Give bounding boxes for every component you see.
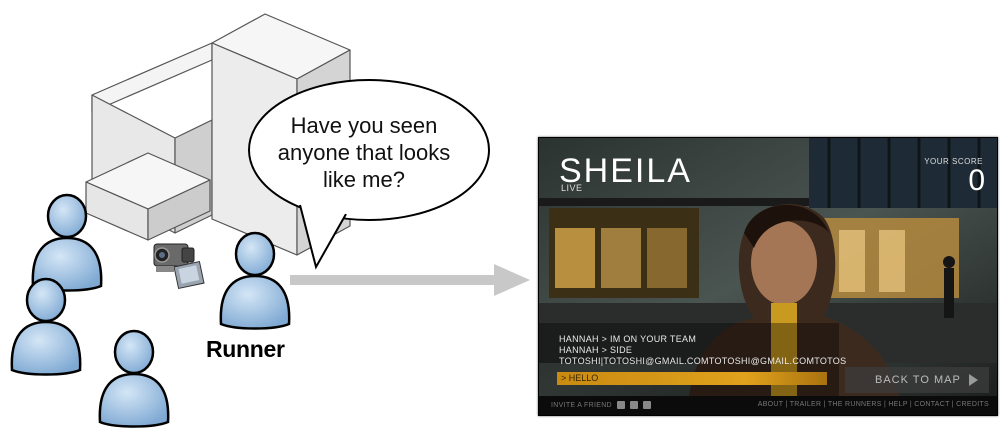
back-to-map-label: BACK TO MAP: [875, 374, 961, 386]
bubble-line: anyone that looks: [268, 139, 460, 166]
camera-icon: [154, 244, 204, 288]
chat-log: HANNAH > IM ON YOUR TEAM HANNAH > SIDE T…: [559, 334, 846, 367]
invite-friend[interactable]: INVITE A FRIEND: [551, 401, 651, 409]
bubble-line: like me?: [268, 166, 460, 193]
chat-message: TOTOSHI|TOTOSHI@GMAIL.COMTOTOSHI@GMAIL.C…: [559, 356, 846, 367]
invite-friend-label: INVITE A FRIEND: [551, 402, 612, 409]
game-screenshot: SHEILA LIVE YOUR SCORE 0 HANNAH > IM ON …: [538, 137, 998, 416]
chat-message: HANNAH > IM ON YOUR TEAM: [559, 334, 846, 345]
score-value: 0: [968, 164, 985, 198]
person-icon: [12, 279, 80, 375]
facebook-icon[interactable]: [643, 401, 651, 409]
chat-input-field[interactable]: > HELLO: [557, 372, 827, 385]
arrow-right-icon: [290, 264, 530, 296]
live-status: LIVE: [561, 183, 583, 193]
speech-bubble-text: Have you seen anyone that looks like me?: [268, 112, 460, 193]
chat-input-text: > HELLO: [561, 373, 598, 383]
person-icon: [100, 331, 168, 427]
game-footer: INVITE A FRIEND ABOUT | TRAILER | THE RU…: [539, 396, 997, 415]
back-to-map-button[interactable]: BACK TO MAP: [845, 367, 989, 393]
footer-nav-links[interactable]: ABOUT | TRAILER | THE RUNNERS | HELP | C…: [758, 401, 989, 408]
email-icon[interactable]: [617, 401, 625, 409]
twitter-icon[interactable]: [630, 401, 638, 409]
bubble-line: Have you seen: [268, 112, 460, 139]
play-arrow-icon: [969, 374, 978, 386]
runner-label: Runner: [206, 336, 285, 363]
chat-message: HANNAH > SIDE: [559, 345, 846, 356]
